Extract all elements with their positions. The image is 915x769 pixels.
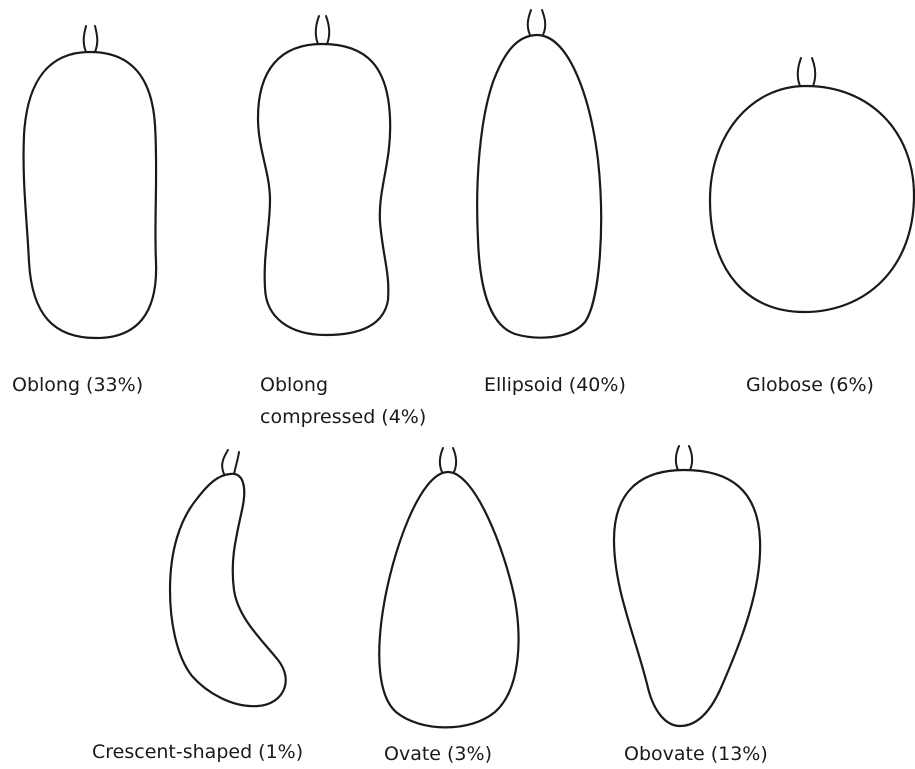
globose-label: Globose (6%): [746, 370, 874, 400]
globose-shape: [710, 58, 914, 312]
ellipsoid-label: Ellipsoid (40%): [484, 370, 626, 400]
oblong-compressed-label-line1: Oblong: [260, 370, 328, 400]
ellipsoid-shape: [477, 10, 601, 338]
obovate-label: Obovate (13%): [624, 739, 768, 769]
crescent-shaped-shape: [170, 450, 286, 706]
oblong-compressed-shape: [258, 16, 390, 335]
ovate-shape: [379, 448, 518, 727]
obovate-shape: [614, 446, 760, 726]
ovate-label: Ovate (3%): [384, 739, 492, 769]
oblong-label: Oblong (33%): [12, 370, 143, 400]
crescent-shaped-label: Crescent-shaped (1%): [92, 737, 303, 767]
oblong-shape: [24, 26, 157, 338]
oblong-compressed-label-line2: compressed (4%): [260, 402, 426, 432]
